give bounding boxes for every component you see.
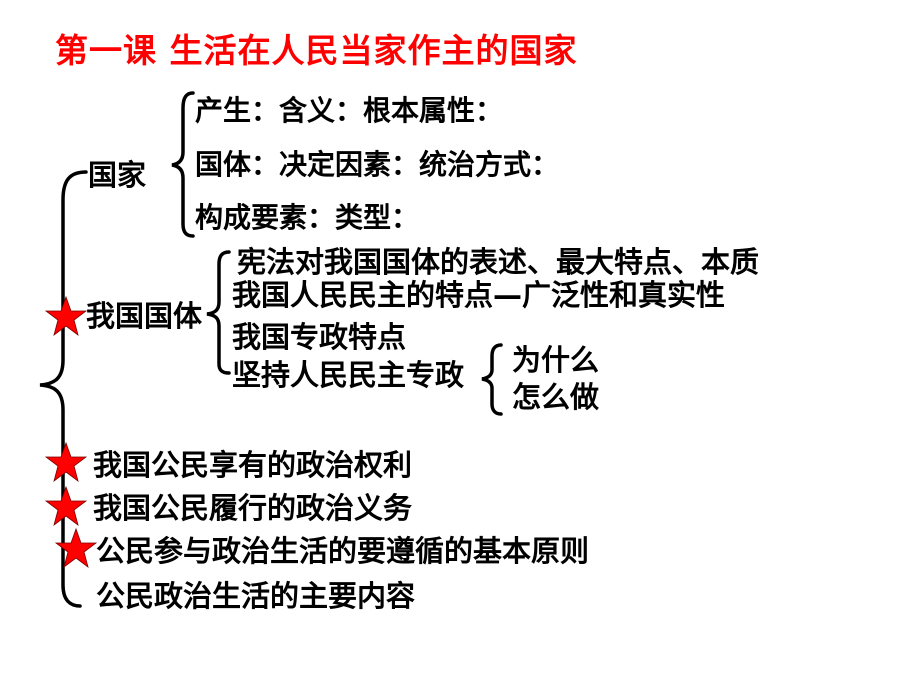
state-item: 国体：决定因素：统治方式： <box>195 148 560 181</box>
main-brace <box>39 170 88 608</box>
slide-title: 第一课 生活在人民当家作主的国家 <box>55 31 578 70</box>
national-system-brace <box>206 250 231 375</box>
topic-item: 公民参与政治生活的要遵循的基本原则 <box>96 534 590 568</box>
topic-item: 我国公民履行的政治义务 <box>93 491 413 525</box>
national-system-label: 我国国体 <box>86 299 203 333</box>
star-icon <box>45 442 87 482</box>
star-icon <box>55 528 97 568</box>
dictatorship-sub-item: 怎么做 <box>512 380 600 414</box>
topic-item: 我国公民享有的政治权利 <box>93 448 413 482</box>
dictatorship-brace <box>481 343 503 416</box>
national-system-item: 我国专政特点 <box>232 320 407 354</box>
state-label: 国家 <box>88 158 147 192</box>
national-system-item: 我国人民民主的特点—广泛性和真实性 <box>232 278 726 312</box>
state-brace <box>171 91 195 238</box>
star-icon <box>45 486 87 526</box>
state-item: 产生：含义：根本属性： <box>195 94 504 127</box>
state-item: 构成要素：类型： <box>195 201 420 234</box>
national-system-item: 宪法对我国国体的表述、最大特点、本质 <box>237 245 760 279</box>
dictatorship-sub-item: 为什么 <box>512 343 600 377</box>
national-system-item: 坚持人民民主专政 <box>232 358 465 392</box>
topic-item: 公民政治生活的主要内容 <box>96 579 416 613</box>
star-icon <box>45 296 87 336</box>
